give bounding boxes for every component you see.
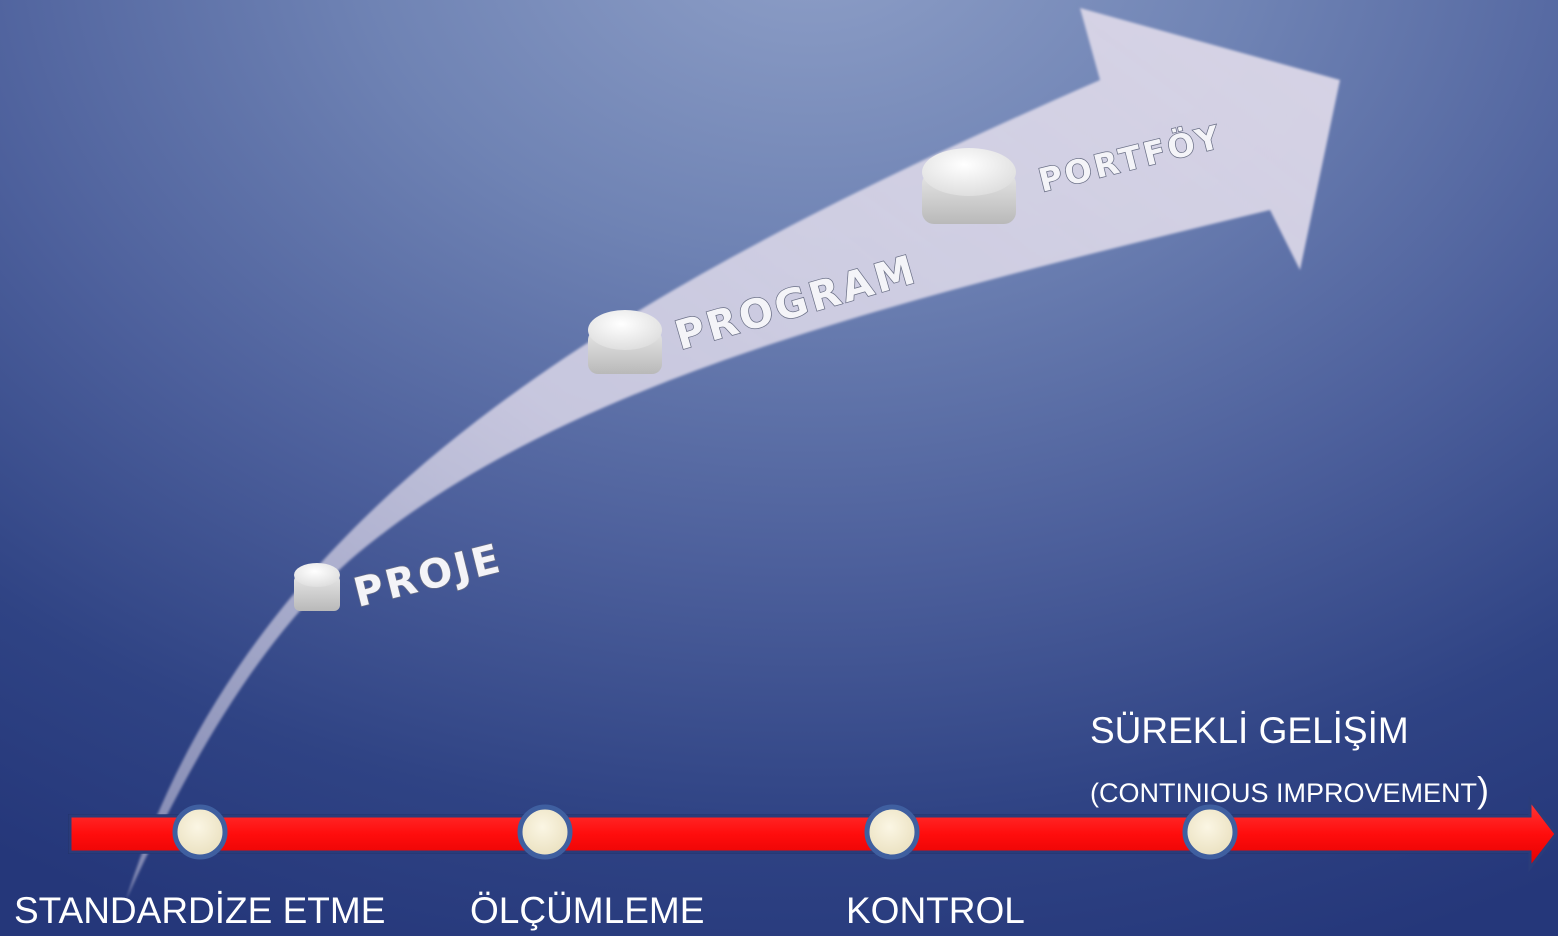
timeline-bar	[68, 795, 1558, 873]
closing-paren: )	[1477, 769, 1490, 810]
program-pill-icon	[588, 310, 662, 374]
stage-label-olcumleme: ÖLÇÜMLEME	[470, 890, 705, 931]
stage-label-standardize: STANDARDİZE ETME	[14, 890, 386, 931]
continuous-improvement-label: (CONTINIOUS IMPROVEMENT)	[1090, 772, 1489, 808]
growth-arrow	[126, 8, 1340, 900]
portfoy-pill-icon	[922, 148, 1016, 224]
timeline-node-kontrol	[864, 804, 920, 860]
stage-label-kontrol: KONTROL	[846, 890, 1025, 931]
proje-pill-icon	[294, 563, 340, 611]
level-label-proje: PROJE	[349, 535, 507, 616]
timeline-node-surekli-gelisim	[1182, 804, 1238, 860]
continuous-improvement-text: (CONTINIOUS IMPROVEMENT	[1090, 778, 1478, 808]
timeline-node-standardize	[172, 804, 228, 860]
timeline-node-olcumleme	[517, 804, 573, 860]
stage-label-surekli-gelisim: SÜREKLİ GELİŞİM	[1090, 710, 1409, 751]
